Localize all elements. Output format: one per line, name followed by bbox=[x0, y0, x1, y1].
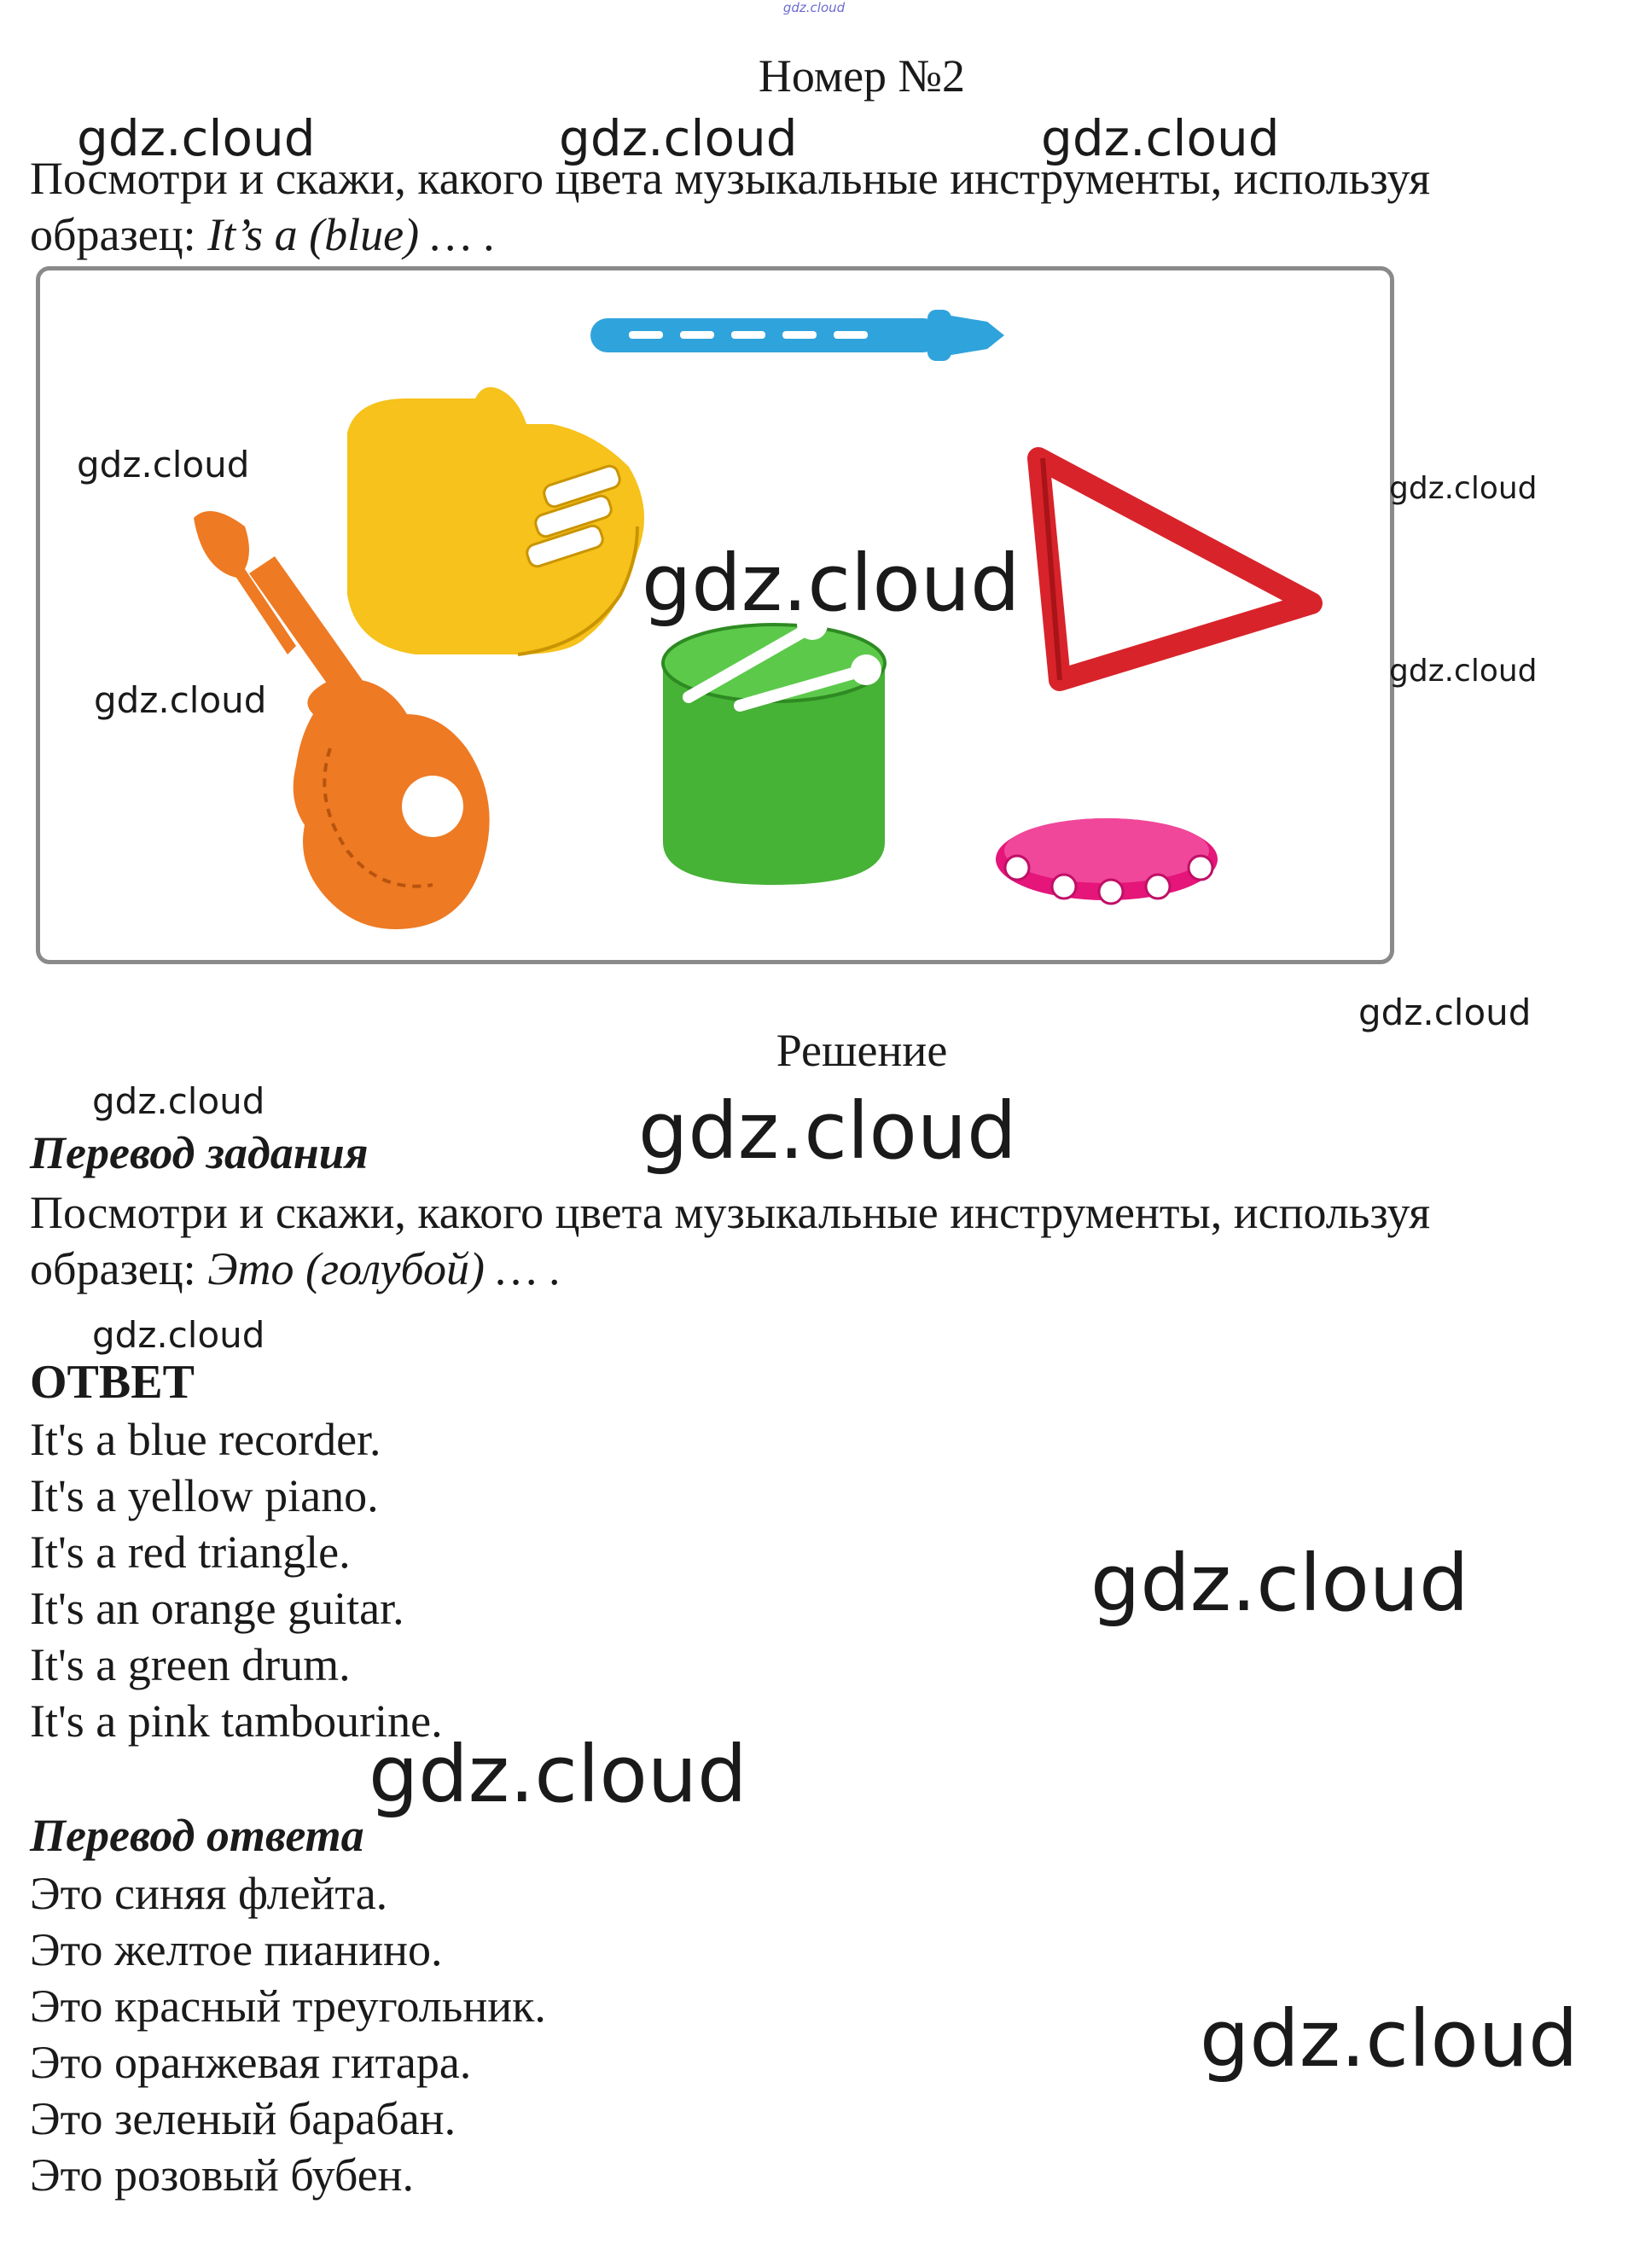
watermark: gdz.cloud bbox=[1358, 992, 1532, 1033]
watermark: gdz.cloud bbox=[642, 538, 1020, 629]
watermark: gdz.cloud bbox=[559, 109, 798, 167]
answer-translation-line: Это синяя флейта. bbox=[30, 1868, 388, 1919]
answer-translation-line: Это розовый бубен. bbox=[30, 2149, 415, 2201]
watermark: gdz.cloud bbox=[1389, 471, 1538, 506]
solution-title: Решение bbox=[776, 1025, 948, 1076]
instruments-figure bbox=[36, 266, 1394, 964]
task-translation-line-2: образец: Это (голубой) … . bbox=[30, 1242, 560, 1295]
answer-line: It's a yellow piano. bbox=[30, 1470, 379, 1521]
answer-line: It's a pink tambourine. bbox=[30, 1695, 443, 1747]
task-suffix: . bbox=[483, 209, 495, 260]
instruments-illustration bbox=[194, 310, 1323, 929]
task-translation-line-1: Посмотри и скажи, какого цвета музыкальн… bbox=[30, 1187, 1431, 1238]
answer-translation-line: Это красный треугольник. bbox=[30, 1980, 546, 2032]
watermark: gdz.cloud bbox=[77, 444, 250, 486]
answer-translation-heading: Перевод ответа bbox=[30, 1810, 364, 1861]
triangle-icon bbox=[1027, 447, 1323, 691]
task-prefix: образец: bbox=[30, 209, 208, 260]
answer-heading: ОТВЕТ bbox=[30, 1356, 195, 1409]
watermark: gdz.cloud bbox=[1200, 1993, 1579, 2085]
answer-line: It's a green drum. bbox=[30, 1639, 351, 1690]
watermark: gdz.cloud bbox=[1041, 109, 1280, 167]
watermark: gdz.cloud bbox=[1389, 654, 1538, 689]
answer-translation-line: Это желтое пианино. bbox=[30, 1924, 443, 1975]
answer-line: It's an orange guitar. bbox=[30, 1583, 404, 1634]
recorder-icon bbox=[590, 310, 1004, 361]
answer-line: It's a blue recorder. bbox=[30, 1414, 381, 1465]
watermark: gdz.cloud bbox=[1090, 1538, 1469, 1629]
task-translation-example: Это (голубой) … bbox=[207, 1243, 549, 1294]
guitar-icon bbox=[194, 511, 490, 929]
task-example: It’s a (blue) … bbox=[207, 209, 484, 260]
page-title: Номер №2 bbox=[758, 50, 966, 102]
watermark: gdz.cloud bbox=[77, 109, 316, 167]
watermark: gdz.cloud bbox=[92, 1314, 265, 1356]
tambourine-icon bbox=[996, 818, 1218, 905]
piano-icon bbox=[347, 387, 644, 656]
answer-translation-line: Это зеленый барабан. bbox=[30, 2093, 456, 2144]
watermark: gdz.cloud bbox=[369, 1729, 747, 1820]
task-translation-suffix: . bbox=[548, 1243, 561, 1294]
answer-line: It's a red triangle. bbox=[30, 1527, 351, 1578]
task-translation-prefix: образец: bbox=[30, 1243, 208, 1294]
answer-translation-line: Это оранжевая гитара. bbox=[30, 2037, 472, 2088]
watermark: gdz.cloud bbox=[92, 1080, 265, 1122]
drum-icon bbox=[661, 609, 887, 885]
watermark: gdz.cloud bbox=[94, 679, 267, 721]
task-line-1: Посмотри и скажи, какого цвета музыкальн… bbox=[30, 153, 1431, 204]
watermark: gdz.cloud bbox=[638, 1085, 1017, 1177]
task-line-2: образец: It’s a (blue) … . bbox=[30, 208, 495, 261]
top-watermark: gdz.cloud bbox=[782, 0, 846, 15]
task-translation-heading: Перевод задания bbox=[30, 1127, 369, 1178]
